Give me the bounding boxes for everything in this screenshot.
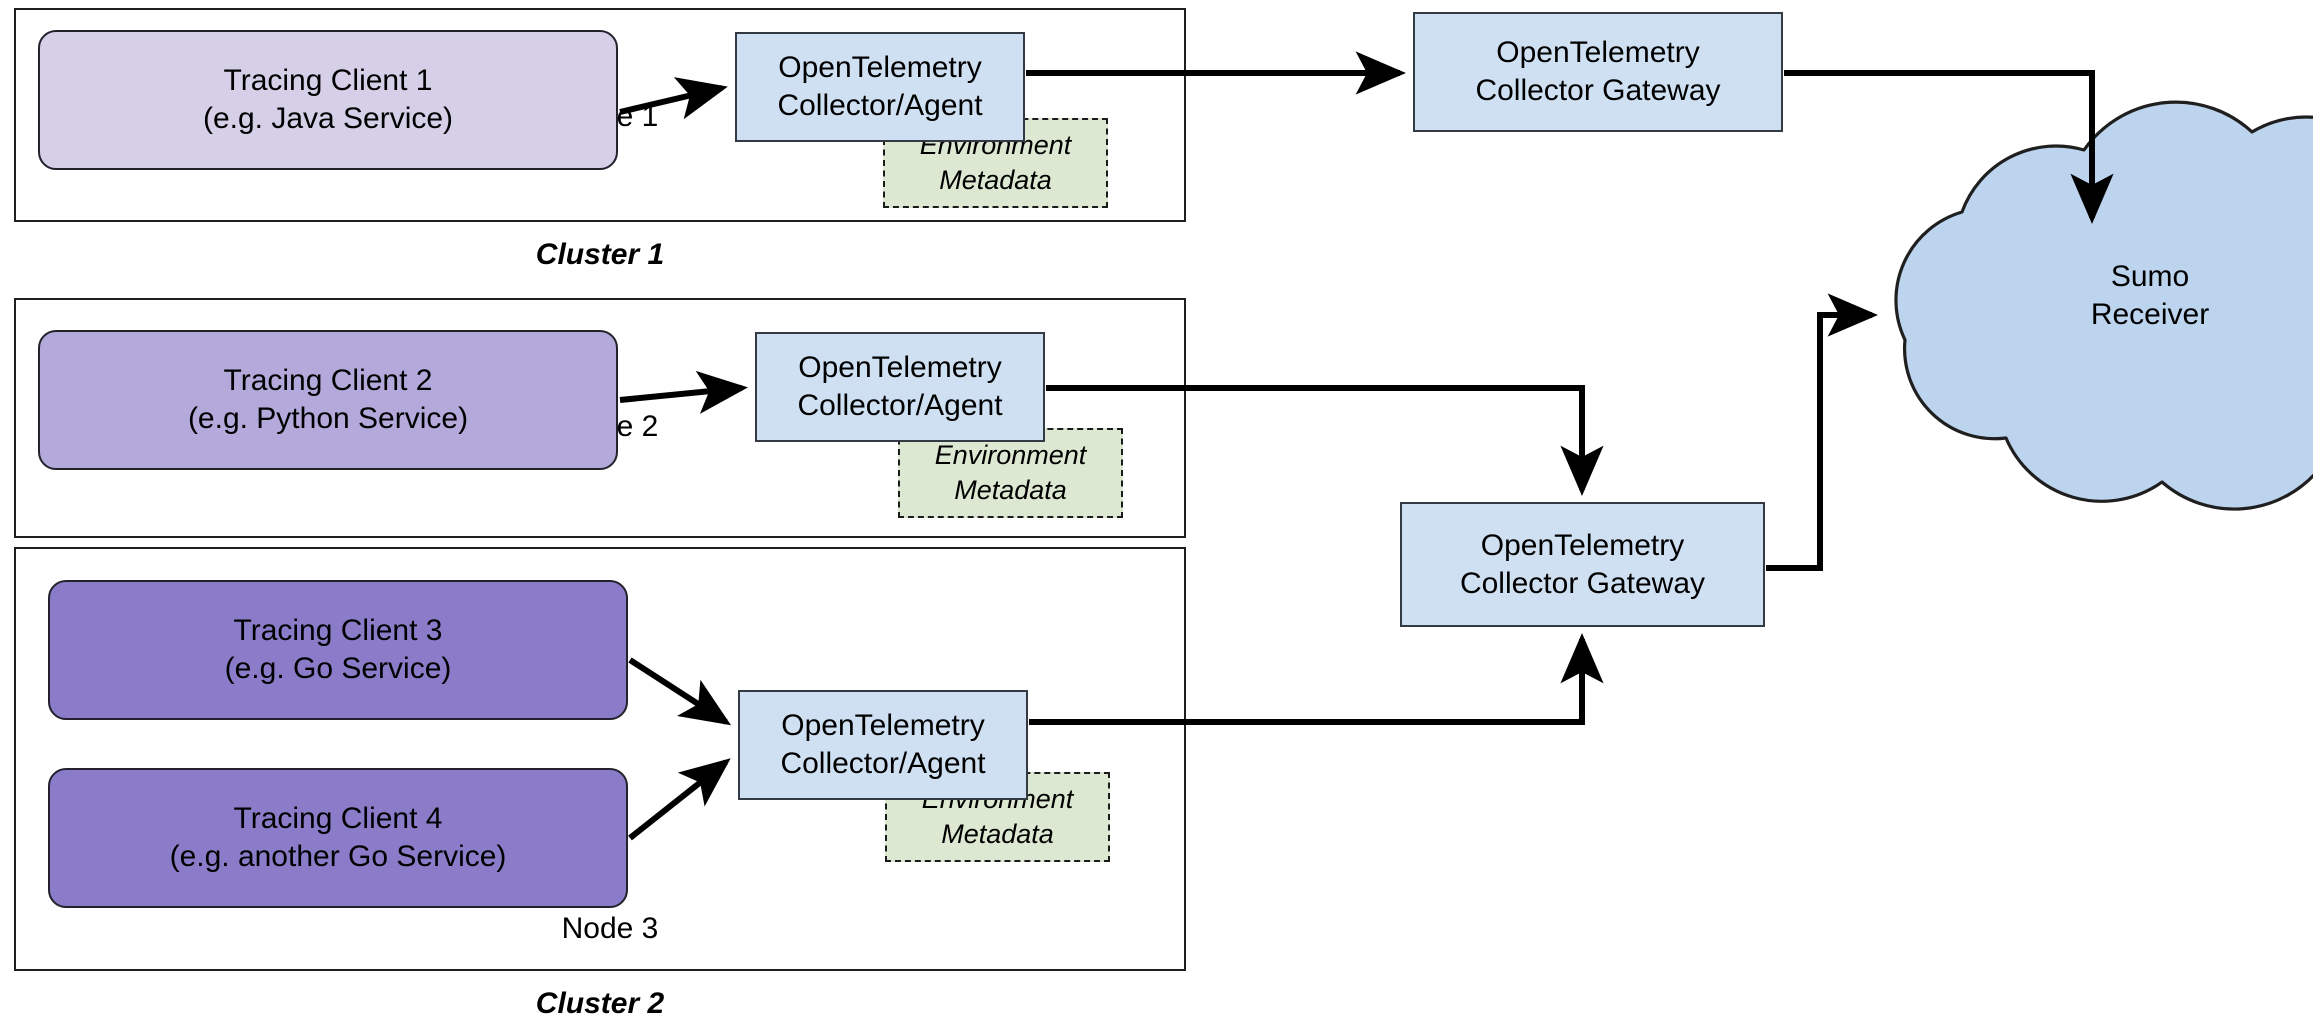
environment-metadata-2-line2: Metadata xyxy=(954,475,1067,505)
otel-collector-agent-2: OpenTelemetry Collector/Agent xyxy=(755,332,1045,442)
otel-collector-agent-3-line2: Collector/Agent xyxy=(780,747,986,780)
environment-metadata-2-line1: Environment xyxy=(934,439,1087,470)
cluster-label-1: Cluster 1 xyxy=(535,238,665,271)
sumo-receiver-line1: Sumo xyxy=(2110,260,2190,293)
tracing-client-1-name: Tracing Client 1 xyxy=(223,64,433,98)
tracing-client-2: Tracing Client 2 (e.g. Python Service) xyxy=(38,330,618,470)
tracing-client-4-name: Tracing Client 4 xyxy=(233,802,443,836)
tracing-client-3-detail: (e.g. Go Service) xyxy=(224,652,452,685)
otel-collector-agent-3: OpenTelemetry Collector/Agent xyxy=(738,690,1028,800)
tracing-client-1-detail: (e.g. Java Service) xyxy=(202,102,454,135)
otel-collector-agent-3-line1: OpenTelemetry xyxy=(781,709,985,743)
otel-collector-agent-1-line1: OpenTelemetry xyxy=(778,51,982,85)
otel-collector-agent-2-line1: OpenTelemetry xyxy=(798,351,1002,385)
tracing-client-2-detail: (e.g. Python Service) xyxy=(187,402,469,435)
arrow-gateway2-to-receiver xyxy=(1766,293,1878,571)
tracing-client-3: Tracing Client 3 (e.g. Go Service) xyxy=(48,580,628,720)
otel-collector-gateway-2-line2: Collector Gateway xyxy=(1459,566,1706,600)
tracing-client-2-name: Tracing Client 2 xyxy=(223,364,433,398)
tracing-client-3-name: Tracing Client 3 xyxy=(233,614,443,648)
otel-collector-gateway-1-line1: OpenTelemetry xyxy=(1496,36,1700,70)
tracing-client-4: Tracing Client 4 (e.g. another Go Servic… xyxy=(48,768,628,908)
otel-collector-gateway-2: OpenTelemetry Collector Gateway xyxy=(1400,502,1765,627)
otel-collector-gateway-1-line2: Collector Gateway xyxy=(1475,74,1721,107)
environment-metadata-3-line2: Metadata xyxy=(941,819,1054,849)
environment-metadata-1-line2: Metadata xyxy=(939,165,1052,195)
sumo-receiver-line2: Receiver xyxy=(2090,297,2210,331)
cluster-label-2: Cluster 2 xyxy=(535,987,665,1020)
otel-collector-agent-1-line2: Collector/Agent xyxy=(777,89,983,122)
otel-collector-gateway-2-line1: OpenTelemetry xyxy=(1480,528,1685,562)
sumo-receiver-label: Sumo Receiver xyxy=(1975,258,2313,334)
tracing-client-4-detail: (e.g. another Go Service) xyxy=(169,840,507,873)
node-label-3: Node 3 xyxy=(561,912,659,945)
arrow-gateway1-to-receiver xyxy=(1784,70,2114,224)
otel-collector-agent-1: OpenTelemetry Collector/Agent xyxy=(735,32,1025,142)
otel-collector-agent-2-line2: Collector/Agent xyxy=(797,389,1003,422)
tracing-client-1: Tracing Client 1 (e.g. Java Service) xyxy=(38,30,618,170)
otel-collector-gateway-1: OpenTelemetry Collector Gateway xyxy=(1413,12,1783,132)
